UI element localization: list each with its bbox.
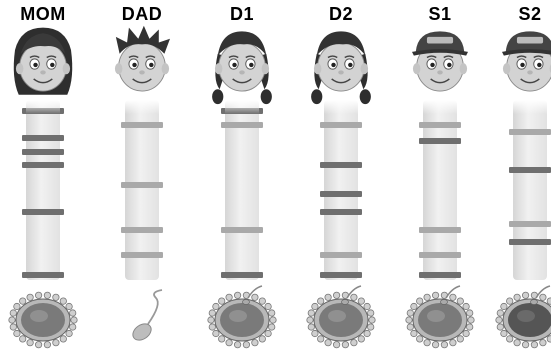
dna-band: [121, 251, 163, 258]
dna-band: [419, 122, 461, 129]
face-cap-icon: [492, 22, 551, 106]
dna-band: [320, 161, 362, 168]
dna-band: [22, 107, 64, 114]
dna-band: [320, 208, 362, 215]
dna-band: [221, 226, 263, 233]
fertilized-egg-icon: [400, 284, 480, 350]
face-cap-icon: [402, 22, 478, 106]
dna-band: [221, 122, 263, 129]
dna-band: [419, 251, 461, 258]
member-label-d2: D2: [328, 4, 353, 24]
dna-band: [221, 107, 263, 114]
dna-band: [121, 122, 163, 129]
dna-band: [320, 190, 362, 197]
member-label-s2: S2: [518, 4, 542, 24]
dna-strip-dad: [121, 100, 163, 280]
dna-band: [22, 161, 64, 168]
member-label-dad: DAD: [121, 4, 163, 24]
dna-strip-s1: [419, 100, 461, 280]
family-member-d1: D1: [199, 0, 285, 352]
fertilized-egg-dark-icon: [490, 284, 551, 350]
dna-band: [419, 138, 461, 145]
member-label-mom: MOM: [20, 4, 66, 24]
face-pigtails-icon: [303, 22, 379, 106]
dna-band: [221, 271, 263, 278]
member-label-d1: D1: [229, 4, 254, 24]
dna-strip-d1: [221, 100, 263, 280]
dna-band: [121, 226, 163, 233]
dna-band: [509, 221, 551, 228]
dna-band: [419, 271, 461, 278]
face-pigtails-icon: [204, 22, 280, 106]
dna-strip-s2: [509, 100, 551, 280]
dna-band: [509, 239, 551, 246]
family-member-s1: S1: [397, 0, 483, 352]
dna-band: [22, 271, 64, 278]
fertilized-egg-icon: [301, 284, 381, 350]
dna-strip-d2: [320, 100, 362, 280]
member-label-s1: S1: [428, 4, 452, 24]
dna-band: [121, 181, 163, 188]
dna-band: [22, 208, 64, 215]
family-member-mom: MOM: [0, 0, 86, 352]
face-long-icon: [5, 22, 81, 106]
face-spiky-icon: [104, 22, 180, 106]
family-member-d2: D2: [298, 0, 384, 352]
egg-icon: [3, 284, 83, 350]
dna-band: [22, 149, 64, 156]
dna-band: [509, 167, 551, 174]
dna-band: [320, 122, 362, 129]
dna-band: [320, 251, 362, 258]
dna-strip-mom: [22, 100, 64, 280]
dna-band: [320, 271, 362, 278]
dna-band: [22, 134, 64, 141]
dna-band: [419, 226, 461, 233]
dna-band: [509, 129, 551, 136]
sperm-icon: [102, 284, 182, 350]
family-member-s2: S2: [487, 0, 551, 352]
family-member-dad: DAD: [99, 0, 185, 352]
fertilized-egg-icon: [202, 284, 282, 350]
